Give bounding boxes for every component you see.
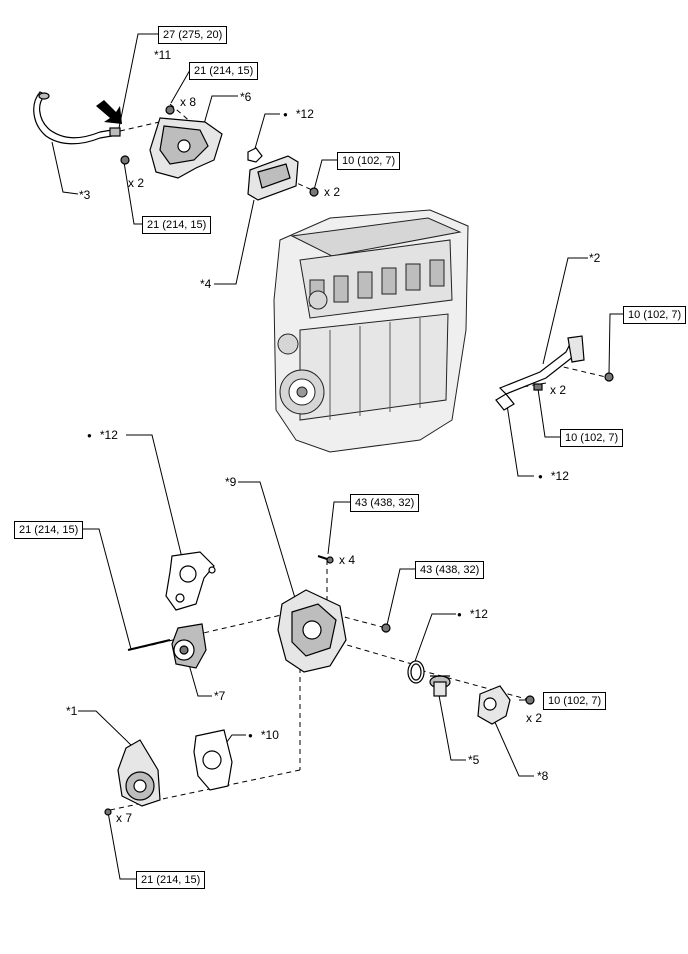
torque-spec-pump-bolt: 43 (438, 32) <box>350 494 420 512</box>
part-label-12-thermostat: *12 <box>457 607 488 623</box>
qty-pipe-bolts: x 2 <box>550 383 567 397</box>
engine-assembly-part <box>273 209 469 453</box>
water-pump-part <box>104 739 161 816</box>
qty-pump-bottom-bolts: x 7 <box>116 811 133 825</box>
hose-part <box>33 91 121 145</box>
water-inlet-part <box>477 685 535 725</box>
bracket-part <box>247 155 319 201</box>
part-label-6: *6 <box>240 90 252 104</box>
torque-spec-tensioner: 21 (214, 15) <box>14 521 84 539</box>
idler-pulley-part <box>127 623 207 669</box>
bypass-pipe-part <box>495 335 614 411</box>
part-label-11: *11 <box>154 48 172 62</box>
thermostat-gasket-part <box>407 660 425 684</box>
part-label-7: *7 <box>214 689 226 703</box>
torque-spec-cover-bolt: 21 (214, 15) <box>189 62 259 80</box>
water-pump-gasket-lower-part <box>193 729 233 791</box>
qty-bracket-bolts: x 2 <box>324 185 341 199</box>
qty-cover-bolts: x 8 <box>180 95 197 109</box>
qty-cover-nuts: x 2 <box>128 176 145 190</box>
qty-inlet-nuts: x 2 <box>526 711 543 725</box>
arrow-icon <box>96 100 122 124</box>
torque-spec-pump-bottom: 21 (214, 15) <box>136 871 206 889</box>
torque-spec-cover-nut: 21 (214, 15) <box>142 216 212 234</box>
torque-spec-inlet: 10 (102, 7) <box>543 692 607 710</box>
part-label-4: *4 <box>200 277 212 291</box>
part-label-2: *2 <box>589 251 601 265</box>
part-label-12-left: *12 <box>87 428 118 444</box>
torque-spec-bracket: 10 (102, 7) <box>337 152 401 170</box>
torque-spec-pipe-right: 10 (102, 7) <box>623 306 687 324</box>
torque-spec-union: 27 (275, 20) <box>158 26 228 44</box>
part-label-9: *9 <box>225 475 237 489</box>
part-label-12-top: *12 <box>283 107 314 123</box>
water-pump-housing-part <box>277 555 391 673</box>
thermostat-part <box>429 675 451 697</box>
part-label-8: *8 <box>537 769 549 783</box>
water-pump-gasket-part <box>165 551 216 611</box>
water-outlet-cover-part <box>120 105 223 179</box>
part-label-3: *3 <box>79 188 91 202</box>
torque-spec-pump-nut: 43 (438, 32) <box>415 561 485 579</box>
part-label-10: *10 <box>248 728 279 744</box>
part-label-5: *5 <box>468 753 480 767</box>
leader-lines <box>51 33 624 880</box>
part-label-12-pipe: *12 <box>538 469 569 485</box>
part-label-1: *1 <box>66 704 78 718</box>
qty-pump-bolts: x 4 <box>339 553 356 567</box>
gasket-part <box>247 147 263 163</box>
torque-spec-pipe-left: 10 (102, 7) <box>560 429 624 447</box>
